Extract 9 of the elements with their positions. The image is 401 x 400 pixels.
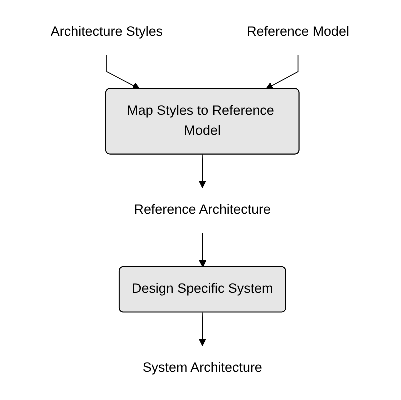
node-text: Reference Architecture <box>134 202 272 217</box>
arrow <box>199 232 207 268</box>
node-text: Reference Model <box>247 24 350 39</box>
arrow <box>106 54 140 89</box>
arrow <box>199 154 207 188</box>
node-text: System Architecture <box>143 360 263 375</box>
arrow <box>199 312 207 346</box>
node-text: Architecture Styles <box>51 24 164 39</box>
arrow <box>266 54 299 89</box>
